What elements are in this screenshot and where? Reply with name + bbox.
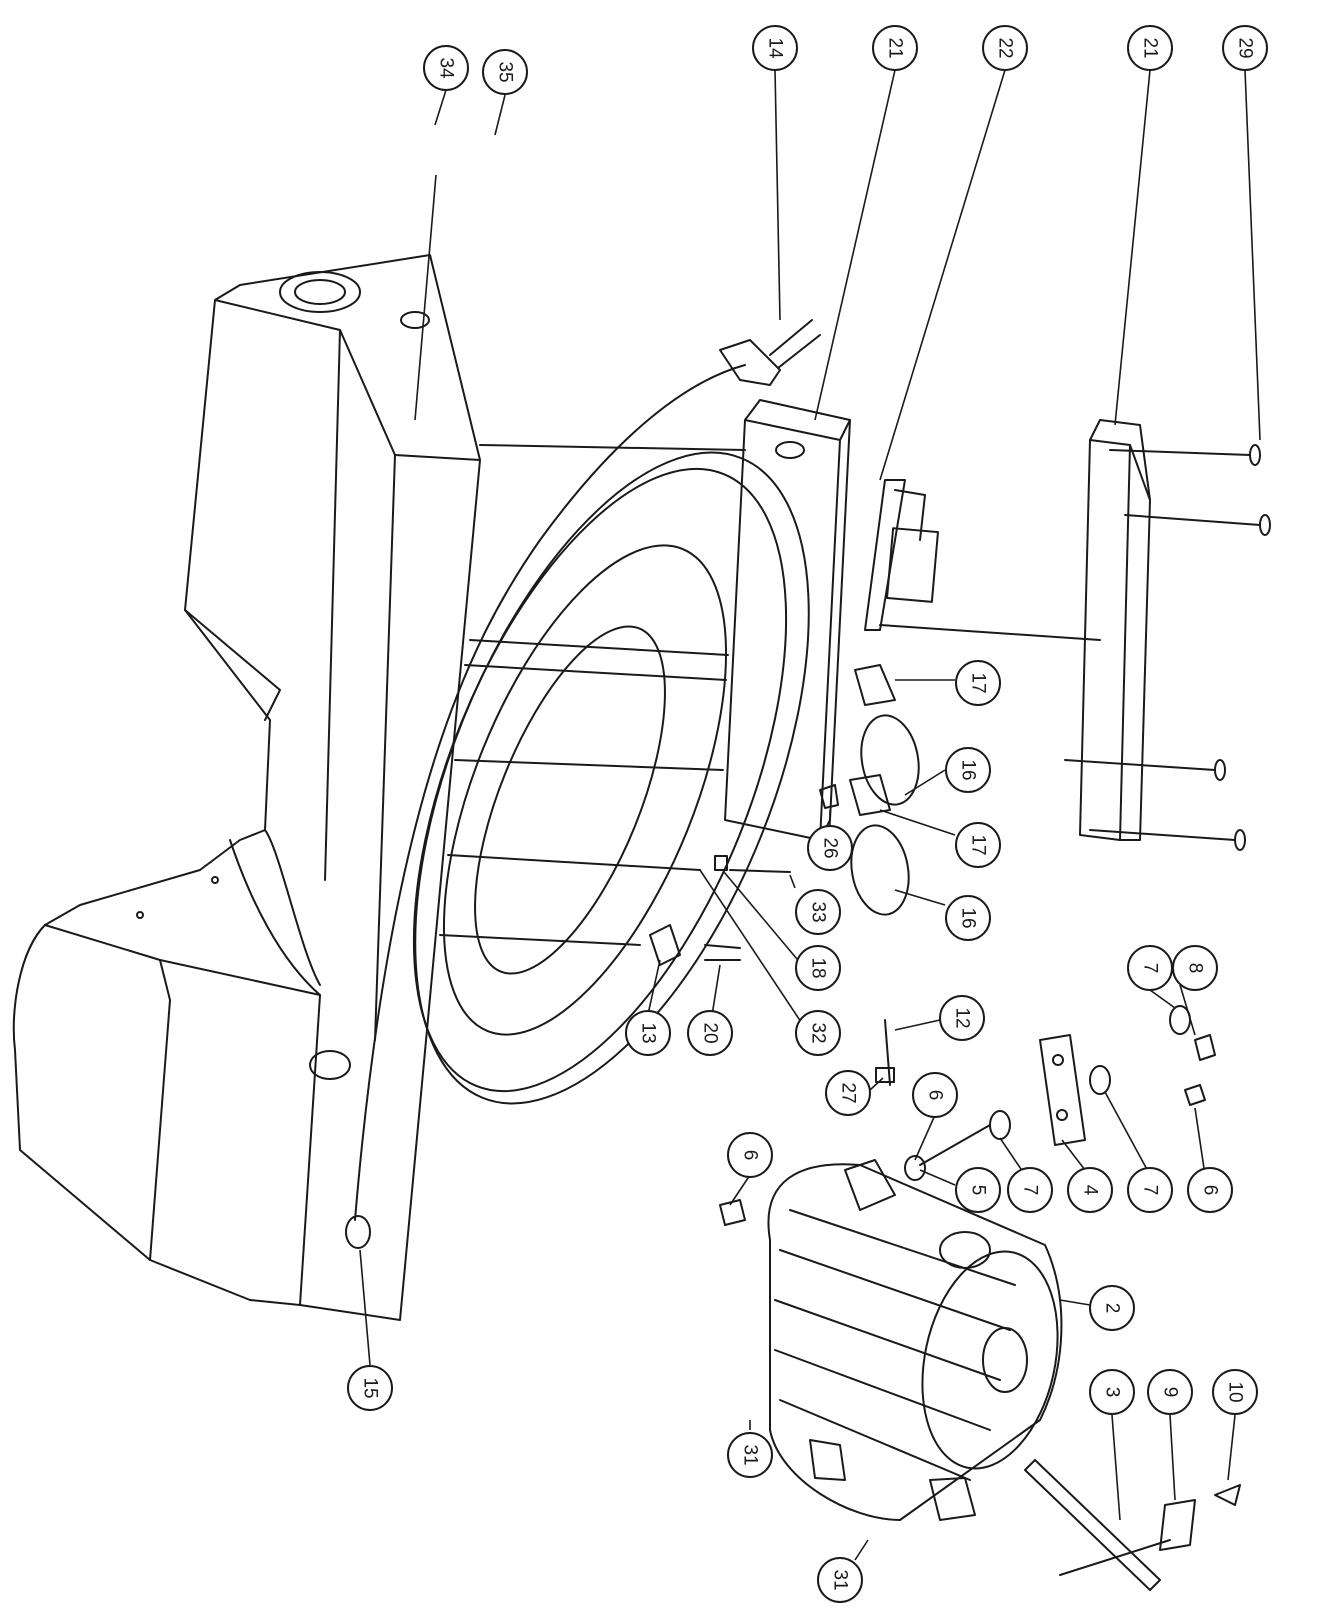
svg-text:8: 8	[1185, 963, 1206, 974]
svg-text:27: 27	[838, 1082, 859, 1103]
svg-text:7: 7	[1020, 1185, 1041, 1196]
svg-text:33: 33	[808, 901, 829, 922]
callout-20: 20	[687, 1010, 733, 1056]
svg-text:4: 4	[1080, 1185, 1101, 1196]
bracket-plate	[719, 1005, 1216, 1226]
leader-lines	[359, 69, 1261, 1561]
bottom-cover	[1079, 419, 1151, 841]
svg-text:17: 17	[968, 672, 989, 693]
callout-26: 26	[807, 825, 853, 871]
svg-text:26: 26	[820, 837, 841, 858]
callout-2: 2	[1089, 1285, 1135, 1331]
callout-21-box: 21	[872, 25, 918, 71]
callout-32: 32	[795, 1010, 841, 1056]
svg-text:29: 29	[1235, 37, 1256, 58]
shaft-and-bracket	[1024, 1459, 1241, 1591]
callout-9: 9	[1147, 1369, 1193, 1415]
svg-text:31: 31	[830, 1569, 851, 1590]
callout-33: 33	[795, 889, 841, 935]
callout-6-right: 6	[1187, 1167, 1233, 1213]
callout-6-left: 6	[727, 1132, 773, 1178]
cover-screws	[1064, 444, 1271, 851]
callout-27: 27	[825, 1070, 871, 1116]
callout-16-upper: 16	[945, 747, 991, 793]
base-housing	[12, 254, 481, 1321]
svg-text:32: 32	[808, 1022, 829, 1043]
svg-text:6: 6	[1200, 1185, 1221, 1196]
callout-21-cover: 21	[1127, 25, 1173, 71]
callout-22: 22	[982, 25, 1028, 71]
callout-16-lower: 16	[945, 895, 991, 941]
power-cord	[345, 319, 821, 1249]
callout-29: 29	[1222, 25, 1268, 71]
svg-text:15: 15	[360, 1377, 381, 1398]
callout-13: 13	[625, 1010, 671, 1056]
callout-12: 12	[939, 995, 985, 1041]
svg-text:7: 7	[1140, 963, 1161, 974]
svg-text:17: 17	[968, 834, 989, 855]
callout-7-bottom: 7	[1127, 1167, 1173, 1213]
callout-31-upper: 31	[727, 1432, 773, 1478]
callout-15: 15	[347, 1365, 393, 1411]
callout-34: 34	[423, 45, 469, 91]
svg-text:22: 22	[995, 37, 1016, 58]
callout-35: 35	[482, 49, 528, 95]
svg-text:18: 18	[808, 957, 829, 978]
callout-3: 3	[1089, 1369, 1135, 1415]
callout-14: 14	[752, 25, 798, 71]
svg-text:20: 20	[700, 1022, 721, 1043]
small-hardware	[649, 855, 895, 1086]
svg-text:7: 7	[1140, 1185, 1161, 1196]
callout-4: 4	[1067, 1167, 1113, 1213]
svg-text:31: 31	[740, 1444, 761, 1465]
svg-text:9: 9	[1160, 1387, 1181, 1398]
svg-text:35: 35	[495, 61, 516, 82]
svg-text:13: 13	[638, 1022, 659, 1043]
svg-text:21: 21	[885, 37, 906, 58]
svg-text:34: 34	[436, 57, 457, 79]
callout-7-top: 7	[1127, 945, 1173, 991]
svg-text:6: 6	[925, 1090, 946, 1101]
svg-text:16: 16	[958, 907, 979, 928]
svg-text:12: 12	[952, 1007, 973, 1028]
capacitors	[819, 664, 920, 916]
svg-text:5: 5	[968, 1185, 989, 1196]
motor	[767, 1159, 1063, 1521]
callout-8: 8	[1172, 945, 1218, 991]
callout-31-lower: 31	[817, 1557, 863, 1603]
svg-text:2: 2	[1102, 1303, 1123, 1314]
svg-text:6: 6	[740, 1150, 761, 1161]
svg-text:16: 16	[958, 759, 979, 780]
svg-text:3: 3	[1102, 1387, 1123, 1398]
callout-18: 18	[795, 945, 841, 991]
callout-5: 5	[955, 1167, 1001, 1213]
callout-6-mid: 6	[912, 1072, 958, 1118]
callout-17-lower: 17	[955, 822, 1001, 868]
circuit-board	[864, 479, 1101, 641]
callout-17-upper: 17	[955, 660, 1001, 706]
callout-7-mid: 7	[1007, 1167, 1053, 1213]
svg-text:21: 21	[1140, 37, 1161, 58]
svg-text:14: 14	[765, 37, 786, 59]
svg-text:10: 10	[1225, 1381, 1246, 1402]
callout-10: 10	[1212, 1369, 1258, 1415]
